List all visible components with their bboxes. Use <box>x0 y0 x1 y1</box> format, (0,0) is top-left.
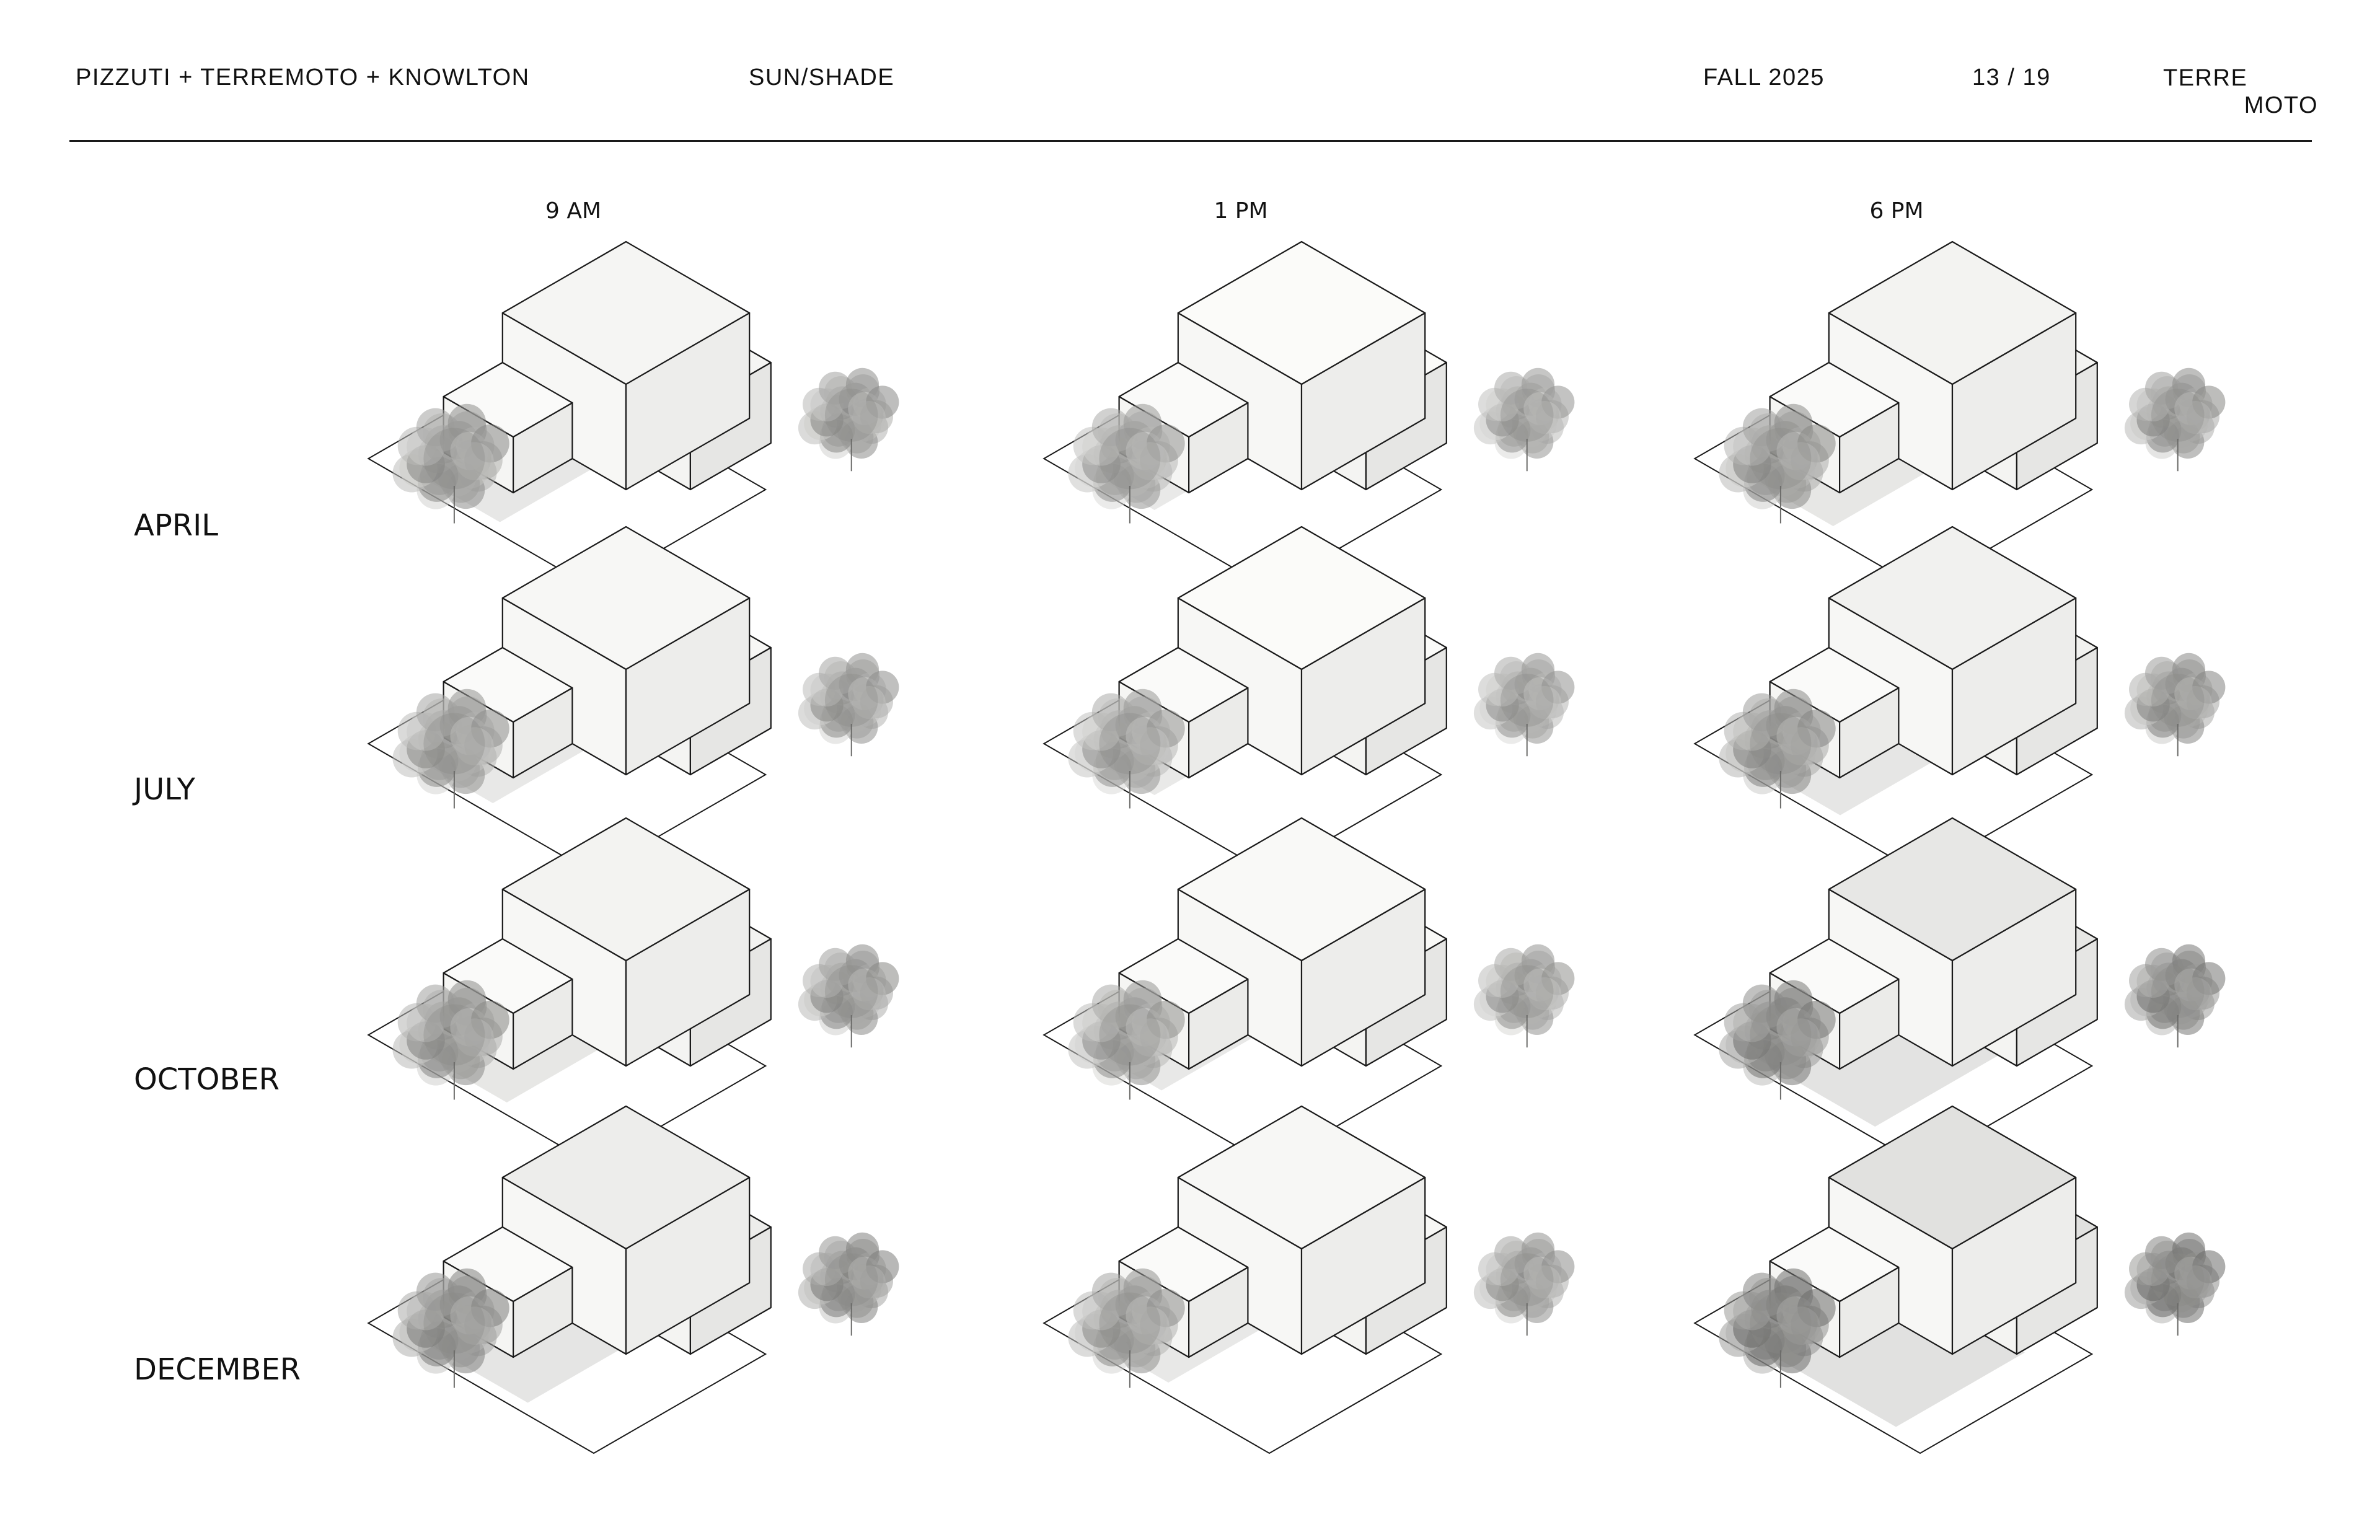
diagram-december-9am <box>367 1105 899 1454</box>
diagram-july-9am <box>367 526 899 875</box>
tree-back-icon <box>798 367 899 472</box>
tree-front-icon <box>1068 980 1185 1100</box>
diagram-april-6pm <box>1693 240 2226 590</box>
diagram-october-1pm <box>1042 817 1575 1166</box>
season-label: FALL 2025 <box>1703 64 1825 90</box>
row-label-july: JULY <box>134 772 195 807</box>
row-label-december: DECEMBER <box>134 1352 301 1387</box>
tree-back-icon <box>2124 1232 2226 1336</box>
tree-front-icon <box>392 980 509 1100</box>
tree-back-icon <box>798 653 899 757</box>
diagram-october-6pm <box>1693 817 2226 1166</box>
sheet-topic: SUN/SHADE <box>749 64 895 90</box>
tree-back-icon <box>798 944 899 1048</box>
diagram-july-6pm <box>1693 526 2226 875</box>
logo-line-2: MOTO <box>2244 92 2318 118</box>
diagram-april-1pm <box>1042 240 1575 590</box>
diagram-october-9am <box>367 817 899 1166</box>
tree-back-icon <box>1473 653 1575 757</box>
tree-back-icon <box>2124 653 2226 757</box>
tree-front-icon <box>1068 403 1185 524</box>
row-label-april: APRIL <box>134 508 219 543</box>
column-label-6pm: 6 PM <box>1869 198 1924 224</box>
diagram-april-9am <box>367 240 899 590</box>
tree-front-icon <box>1068 1268 1185 1388</box>
tree-back-icon <box>798 1232 899 1336</box>
diagram-december-6pm <box>1693 1105 2226 1454</box>
tree-front-icon <box>392 1268 509 1388</box>
terremoto-logo: TERRE MOTO <box>2163 64 2318 119</box>
tree-front-icon <box>1719 980 1836 1100</box>
row-label-october: OCTOBER <box>134 1062 280 1097</box>
header-rule <box>69 140 2312 142</box>
tree-front-icon <box>392 689 509 809</box>
tree-back-icon <box>2124 944 2226 1048</box>
column-label-9am: 9 AM <box>545 198 602 224</box>
tree-back-icon <box>1473 367 1575 472</box>
project-title: PIZZUTI + TERREMOTO + KNOWLTON <box>76 64 530 90</box>
page-number: 13 / 19 <box>1972 64 2051 90</box>
column-label-1pm: 1 PM <box>1214 198 1268 224</box>
tree-front-icon <box>1068 689 1185 809</box>
tree-front-icon <box>1719 403 1836 524</box>
tree-back-icon <box>2124 367 2226 472</box>
tree-front-icon <box>1719 689 1836 809</box>
diagram-december-1pm <box>1042 1105 1575 1454</box>
tree-back-icon <box>1473 1232 1575 1336</box>
tree-back-icon <box>1473 944 1575 1048</box>
tree-front-icon <box>392 403 509 524</box>
logo-line-1: TERRE <box>2163 65 2248 91</box>
diagram-july-1pm <box>1042 526 1575 875</box>
tree-front-icon <box>1719 1268 1836 1388</box>
